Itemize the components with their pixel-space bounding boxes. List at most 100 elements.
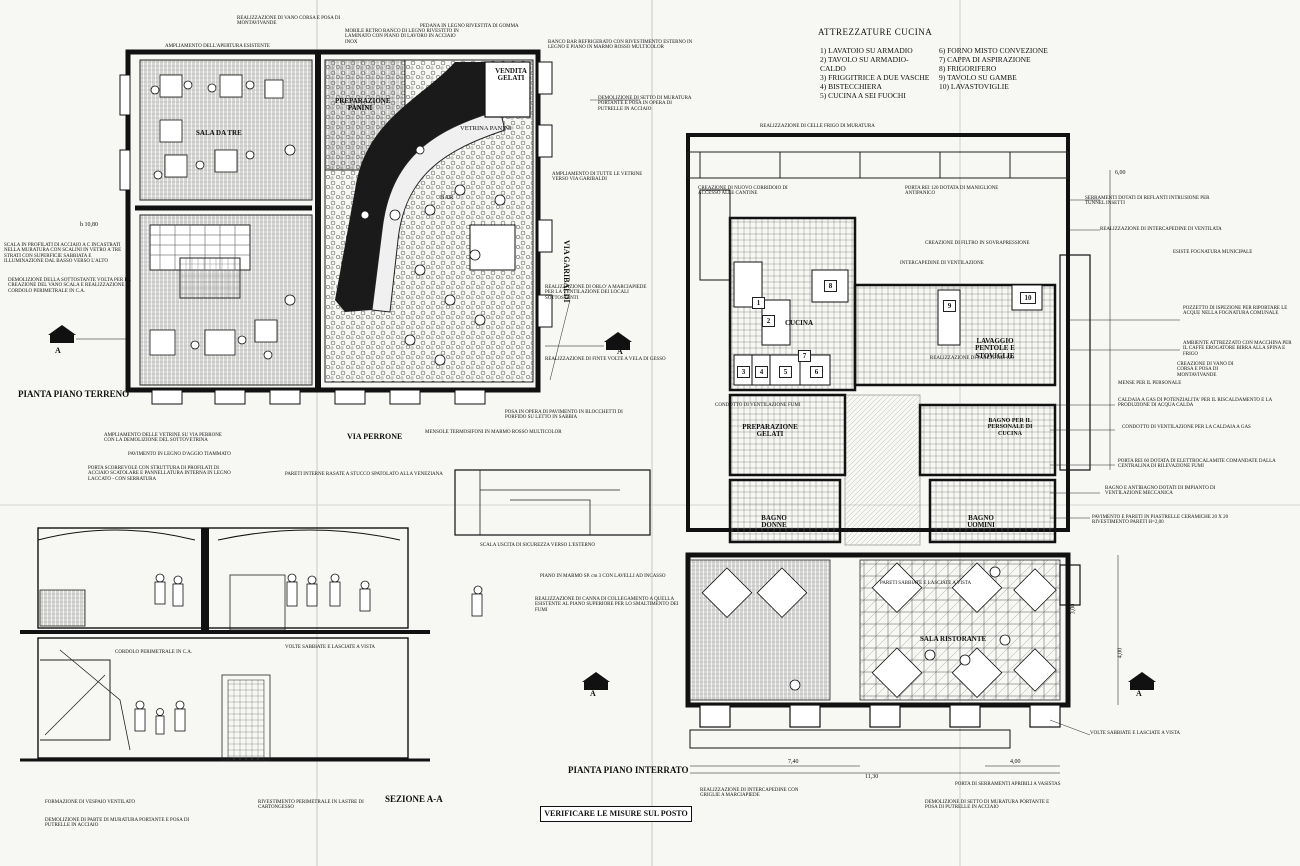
room-preparazione-gelati: PREPARAZIONE GELATI [742, 423, 798, 439]
label-canna-fumaria: CANNA FUMARIA [204, 205, 259, 212]
note: CREAZIONE DI NUOVO CORRIDOIO DI ACCESSO … [698, 186, 788, 197]
equipment-number: 3 [737, 366, 750, 378]
note: AMPLIAMENTO DI TUTTE LE VETRINE VERSO VI… [552, 172, 643, 183]
note: PORTA SCORREVOLE CON STRUTTURA DI PROFIL… [88, 466, 231, 482]
note: REALIZZAZIONE DI FINTE VOLTE A VELA DI G… [545, 357, 666, 362]
basement-plan [549, 99, 1180, 774]
equipment-item: 3) FRIGGITRICE A DUE VASCHE [820, 73, 930, 82]
note: RIVESTIMENTO PERIMETRALE IN LASTRE DI CA… [258, 800, 364, 811]
note: PORTA REI 60 DOTATA DI ELETTROCALAMITE C… [1118, 459, 1276, 470]
note: CREAZIONE DI FILTRO IN SOVRAPRESSIONE [925, 241, 1030, 246]
equipment-number: 4 [755, 366, 768, 378]
title-basement: PIANTA PIANO INTERRATO [568, 765, 689, 775]
dimension-label: 6,00 [1115, 170, 1126, 176]
note: PARETI SABBIATE E LASCIATE A VISTA [880, 581, 972, 586]
ground-floor-plan [48, 49, 632, 405]
note: SCALA IN PROFILATI DI ACCIAIO A C INCAST… [4, 243, 122, 264]
note: POZZETTO DI ISPEZIONE PER RIPORTARE LE A… [1183, 306, 1288, 317]
section-marker-label: A [590, 689, 596, 698]
dimension-label: 4,00 [1117, 647, 1124, 659]
note: VOLTE SABBIATE E LASCIATE A VISTA [1090, 731, 1181, 736]
dimension-label: 7,40 [788, 759, 799, 765]
equipment-item: 2) TAVOLO SU ARMADIO-CALDO [820, 55, 909, 73]
equipment-list: 1) LAVATOIO SU ARMADIO 2) TAVOLO SU ARMA… [820, 46, 1050, 100]
note: DEMOLIZIONE DI PARTE DI MURATURA PORTANT… [45, 818, 190, 829]
room-vendita-gelati: VENDITA GELATI [495, 67, 527, 83]
section-marker-label: A [617, 347, 623, 356]
note: MENSOLE TERMOSIFONI IN MARMO ROSSO MULTI… [425, 430, 562, 435]
note: MENSE PER IL PERSONALE [1118, 381, 1182, 386]
note: CALDAIA A GAS DI POTENZIALITA' PER IL RI… [1118, 398, 1272, 409]
equipment-item: 4) BISTECCHIERA [820, 82, 882, 91]
equipment-number: 9 [943, 300, 956, 312]
room-preparazione-panini: PREPARAZIONE PANINI [335, 97, 391, 113]
equipment-number: 8 [824, 280, 837, 292]
equipment-number: 1 [752, 297, 765, 309]
dimension-label: 4,00 [1010, 759, 1021, 765]
note: PEDANA IN LEGNO RIVESTITA DI GOMMA [420, 24, 519, 29]
street-via-perrone: VIA PERRONE [347, 432, 403, 441]
equipment-item: 6) FORNO MISTO CONVEZIONE [939, 46, 1048, 55]
equipment-item: 5) CUCINA A SEI FUOCHI [820, 91, 906, 100]
note: CONDOTTO DI VENTILAZIONE FUMI [715, 403, 801, 408]
note: DEMOLIZIONE DI SETTO DI MURATURA PORTANT… [598, 96, 692, 112]
room-sala-tre: SALA DA TRE [196, 129, 242, 137]
note: REALIZZAZIONE DI OBLO' A MARCIAPIEDE PER… [545, 285, 647, 301]
room-bagno-donne: BAGNO DONNE [761, 514, 787, 530]
note: SCALA USCITA DI SICUREZZA VERSO L'ESTERN… [480, 543, 596, 548]
room-vetrina: VETRINA PANINI [460, 125, 512, 132]
section-a-a [20, 469, 651, 762]
note: REALIZZAZIONE DI CELLE FRIGO DI MURATURA [760, 124, 875, 129]
note: REALIZZAZIONE DI CANNA DI COLLEGAMENTO A… [535, 597, 679, 613]
dimension-label: 11,30 [865, 774, 879, 780]
equipment-number: 10 [1020, 292, 1036, 304]
equipment-item: 10) LAVASTOVIGLIE [939, 82, 1009, 91]
equipment-item: 1) LAVATOIO SU ARMADIO [820, 46, 913, 55]
verify-measurements-box: VERIFICARE LE MISURE SUL POSTO [540, 806, 692, 822]
note: REALIZZAZIONE DI PARETE REI 120 [930, 356, 1014, 361]
note: POSA IN OPERA DI PAVIMENTO IN BLOCCHETTI… [505, 410, 623, 421]
dimension-label: 3,00 [1070, 603, 1077, 615]
note: CONDOTTO DI VENTILAZIONE PER LA CALDAIA … [1122, 425, 1251, 430]
equipment-item: 9) TAVOLO SU GAMBE [939, 73, 1017, 82]
equipment-number: 6 [810, 366, 823, 378]
note: REALIZZAZIONE DI INTERCAPEDINE CON GRIGL… [700, 788, 799, 799]
note: VOLTE SABBIATE E LASCIATE A VISTA [285, 645, 376, 650]
note: AMPLIAMENTO DELLE VETRINE SU VIA PERRONE… [104, 433, 222, 444]
note: REALIZZAZIONE DI VANO CORSA E POSA DI MO… [237, 16, 341, 27]
dimension-label: h 10,80 [80, 222, 98, 228]
note: PARETI INTERNE RASATE A STUCCO SPATOLATO… [285, 472, 443, 477]
room-bagno-uomini: BAGNO UOMINI [967, 514, 995, 530]
note: CORDOLO PERIMETRALE IN C.A. [115, 650, 193, 655]
equipment-number: 7 [798, 350, 811, 362]
room-lavaggio: LAVAGGIO PENTOLE E STOVIGLIE [975, 337, 1015, 360]
note: INTERCAPEDINE DI VENTILAZIONE [900, 261, 984, 266]
note: PORTA DI SERRAMENTI APRIBILI A VASISTAS [955, 782, 1061, 787]
equipment-number: 2 [762, 315, 775, 327]
equipment-item: 8) FRIGORIFERO [939, 64, 997, 73]
note: ESISTE FOGNATURA MUNICIPALE [1173, 250, 1253, 255]
room-sala-ristorante: SALA RISTORANTE [920, 635, 987, 643]
note: PIANO IN MARMO SP. cm 3 CON LAVELLI AD I… [540, 574, 666, 579]
section-marker-label: A [55, 346, 61, 355]
note: DEMOLIZIONE DELLA SOTTOSTANTE VOLTA PER … [8, 278, 131, 294]
note: PAVIMENTO IN LEGNO D'AGGIO TIAMMATO [128, 452, 231, 457]
title-ground-floor: PIANTA PIANO TERRENO [18, 389, 130, 399]
equipment-number: 5 [779, 366, 792, 378]
note: REALIZZAZIONE DI INTERCAPEDINE DI VENTIL… [1100, 227, 1222, 232]
note: AMBIENTE ATTREZZATO CON MACCHINA PER IL … [1183, 341, 1292, 357]
note: PAVIMENTO E PARETI IN PIASTRELLE CERAMIC… [1092, 515, 1229, 526]
equipment-title: ATTREZZATURE CUCINA [818, 27, 933, 37]
note: SERRAMENTI DOTATI DI REFLANTI INTRUSIONE… [1085, 196, 1210, 207]
note: BANCO BAR REFRIGERATO CON RIVESTIMENTO E… [548, 40, 693, 51]
note: MOBILE RETRO BANCO DI LEGNO RIVESTITO IN… [345, 29, 459, 45]
equipment-item: 7) CAPPA DI ASPIRAZIONE [939, 55, 1031, 64]
note: PORTA REI 120 DOTATA DI MANIGLIONE ANTIP… [905, 186, 999, 197]
room-bar: BAR [440, 194, 454, 201]
note: FORMAZIONE DI VESPAIO VENTILATO [45, 800, 135, 805]
note: DEMOLIZIONE DI SETTO DI MURATURA PORTANT… [925, 800, 1050, 811]
note: CREAZIONE DI VANO DI CORSA E POSA DI MON… [1177, 362, 1234, 378]
note: AMPLIAMENTO DELL'APERTURA ESISTENTE [165, 44, 270, 49]
